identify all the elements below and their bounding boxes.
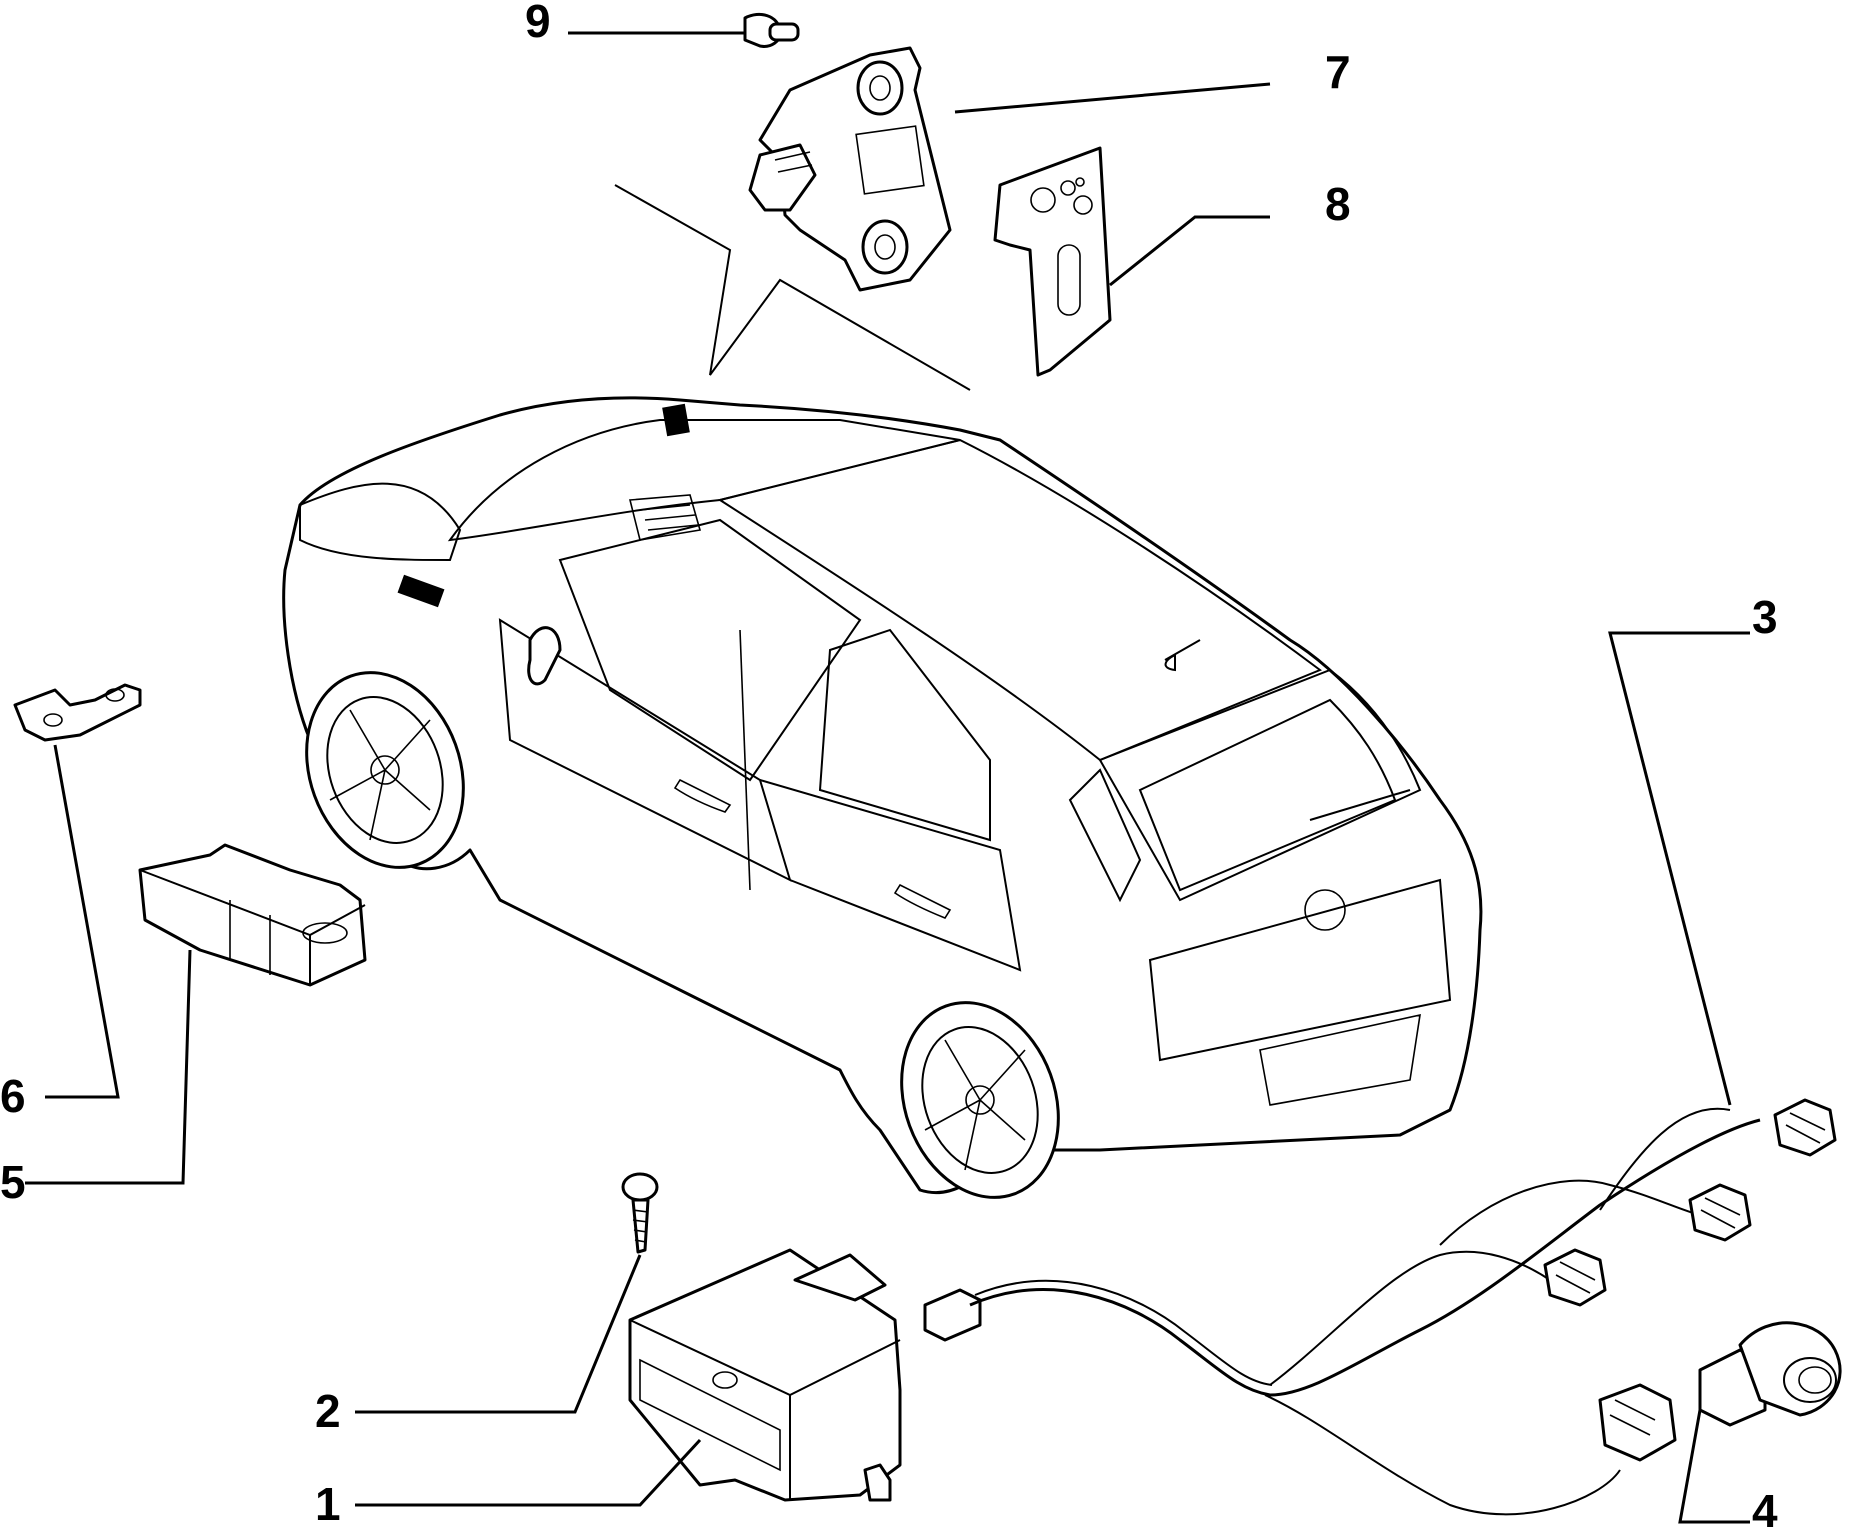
part-1-parking-module (628, 1248, 902, 1502)
callout-5: 5 (0, 1156, 26, 1208)
harness-connector-b (1688, 1183, 1752, 1242)
callout-7: 7 (1325, 46, 1351, 98)
leader-line-3 (1608, 631, 1750, 1106)
harness-connector-c (1773, 1098, 1837, 1157)
part-5-control-unit (138, 843, 367, 987)
callout-8: 8 (1325, 178, 1351, 230)
callout-6: 6 (0, 1070, 26, 1122)
leader-line-2 (355, 1254, 642, 1414)
part-8-bracket (993, 146, 1112, 377)
leader-line-6 (45, 744, 120, 1099)
harness-connector-a (1543, 1248, 1607, 1307)
part-2-screw (621, 1172, 659, 1254)
callout-numbers: 1 2 3 4 5 6 7 8 9 (0, 0, 1778, 1529)
callout-4: 4 (1752, 1485, 1778, 1529)
callout-9: 9 (525, 0, 551, 47)
part-3-wiring-harness (923, 1098, 1837, 1516)
rear-wheel (900, 1001, 1060, 1199)
leader-line-1 (355, 1438, 702, 1507)
part-4-parking-sensor (1698, 1321, 1842, 1427)
part-7-sensor-module (748, 46, 952, 292)
callout-2: 2 (315, 1385, 341, 1437)
callout-3: 3 (1752, 591, 1778, 643)
detail-pointer-lines (614, 184, 971, 391)
front-wheel (305, 671, 465, 869)
part-6-bracket (13, 683, 142, 742)
car-illustration (282, 396, 1483, 1199)
leader-lines (25, 31, 1750, 1524)
leader-line-5 (25, 949, 192, 1185)
leader-line-8 (1109, 215, 1270, 287)
leader-line-4 (1678, 1409, 1750, 1524)
callout-1: 1 (315, 1478, 341, 1529)
part-9-bolt (743, 13, 800, 48)
leader-line-7 (954, 82, 1271, 114)
harness-connector-d (1598, 1383, 1677, 1462)
